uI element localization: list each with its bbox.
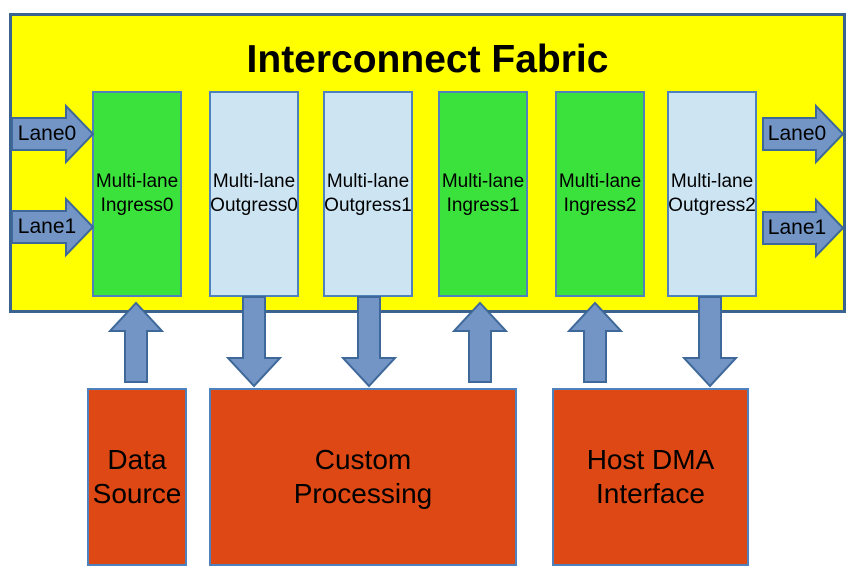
module-label-line2: Outgress1 [324, 195, 412, 216]
fabric-title: Interconnect Fabric [246, 38, 609, 81]
lane0-output-label: Lane0 [767, 122, 827, 145]
block-host-dma-interface: Host DMA Interface [552, 388, 749, 566]
module-label-line1: Multi-lane [212, 171, 296, 192]
module-label-line2: Outgress0 [210, 195, 298, 216]
lane1-input-label: Lane1 [17, 215, 77, 238]
module-label-line1: Multi-lane [441, 171, 525, 192]
block-label-line2: Processing [293, 478, 433, 509]
module-ingress2: Multi-lane Ingress2 [555, 91, 645, 297]
arrow-custom-processing-to-ingress1-icon [451, 301, 509, 383]
block-label-line1: Data [107, 444, 167, 475]
module-outgress1: Multi-lane Outgress1 [323, 91, 413, 297]
module-label-line1: Multi-lane [670, 171, 754, 192]
module-label-line2: Ingress0 [100, 195, 174, 216]
module-label-line1: Multi-lane [558, 171, 642, 192]
module-label-line2: Outgress2 [668, 195, 756, 216]
module-ingress0: Multi-lane Ingress0 [92, 91, 182, 297]
module-label-line1: Multi-lane [95, 171, 179, 192]
module-label-line1: Multi-lane [326, 171, 410, 192]
block-label-line1: Custom [314, 444, 412, 475]
block-label-line2: Interface [596, 478, 705, 509]
module-outgress0: Multi-lane Outgress0 [209, 91, 299, 297]
module-label-line2: Ingress1 [446, 195, 520, 216]
module-outgress2: Multi-lane Outgress2 [667, 91, 757, 297]
lane0-input-label: Lane0 [17, 122, 77, 145]
arrow-host-dma-to-ingress2-icon [566, 301, 624, 383]
block-label-line2: Source [92, 478, 182, 509]
module-ingress1: Multi-lane Ingress1 [438, 91, 528, 297]
module-label-line2: Ingress2 [563, 195, 637, 216]
block-label-line1: Host DMA [586, 444, 715, 475]
lane1-output-label: Lane1 [767, 216, 827, 239]
block-data-source: Data Source [87, 388, 187, 566]
block-custom-processing: Custom Processing [209, 388, 517, 566]
arrow-data-source-to-ingress0-icon [107, 301, 165, 383]
